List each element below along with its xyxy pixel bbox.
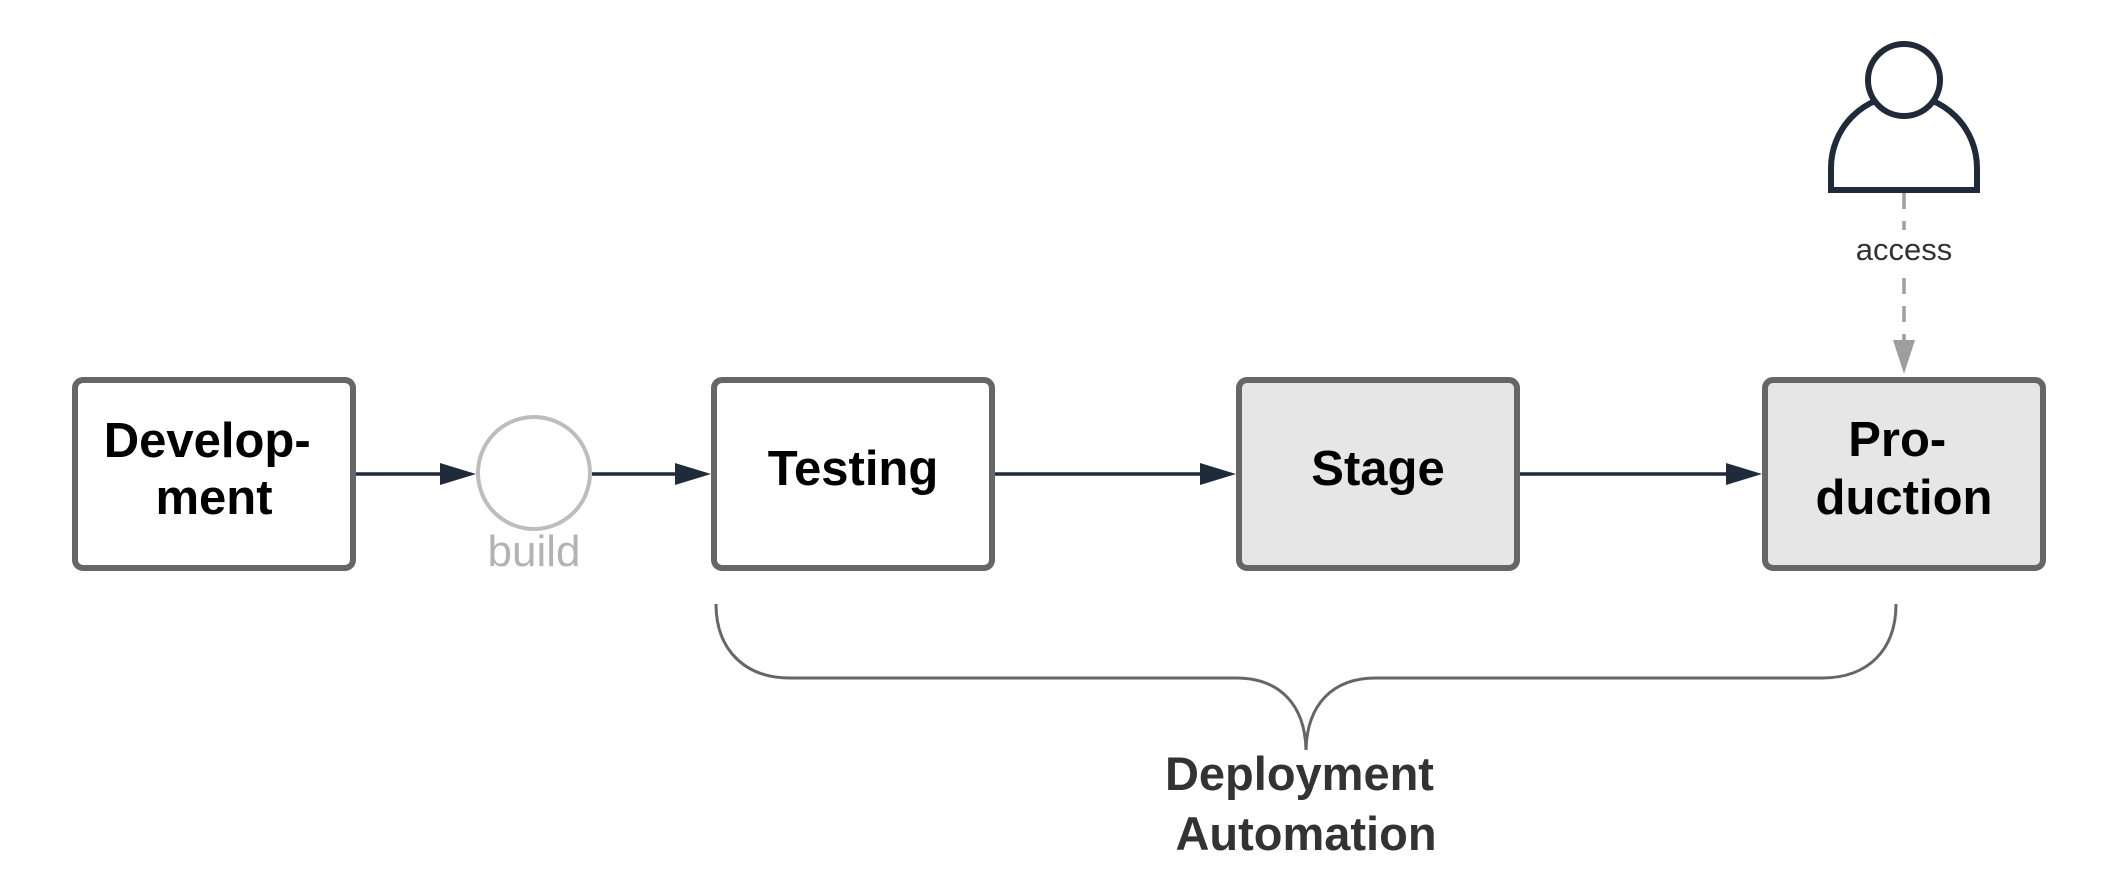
group-line-2: Automation: [1175, 807, 1436, 860]
stage-stage: Stage: [1236, 377, 1520, 571]
access-label: access: [1856, 232, 1952, 267]
user-icon: [1828, 41, 1980, 193]
stage-development-box: [72, 377, 356, 571]
stage-production-line-1: Pro-: [1848, 413, 1946, 467]
arrow-build-to-testing: [592, 463, 711, 485]
build-circle: [476, 415, 592, 531]
stage-testing-label: Testing: [768, 442, 939, 496]
stage-testing-line-1: Testing: [768, 442, 939, 496]
stage-testing: Testing: [711, 377, 995, 571]
build-step: build: [476, 415, 592, 576]
deployment-brace: [714, 603, 1898, 751]
stage-production-label: Pro- duction: [1816, 413, 1993, 525]
arrow-testing-to-stage: [995, 463, 1236, 485]
access-arrow: access: [1856, 193, 1952, 374]
stage-development: Develop- ment: [72, 377, 356, 571]
stage-testing-box: [711, 377, 995, 571]
stage-stage-line-1: Stage: [1311, 442, 1444, 496]
arrow-development-to-build: [356, 463, 476, 485]
stage-development-line-2: ment: [155, 471, 272, 525]
stage-stage-label: Stage: [1311, 442, 1444, 496]
deployment-automation-label: Deployment Automation: [1165, 747, 1447, 860]
stage-production-box: [1762, 377, 2046, 571]
stage-development-line-1: Develop-: [104, 414, 311, 468]
stage-development-label: Develop- ment: [104, 414, 325, 525]
stage-production: Pro- duction: [1762, 377, 2046, 571]
group-line-1: Deployment: [1165, 747, 1434, 800]
stage-stage-box: [1236, 377, 1520, 571]
stage-production-line-2: duction: [1816, 471, 1993, 525]
build-label: build: [488, 527, 581, 576]
arrow-stage-to-production: [1520, 463, 1762, 485]
